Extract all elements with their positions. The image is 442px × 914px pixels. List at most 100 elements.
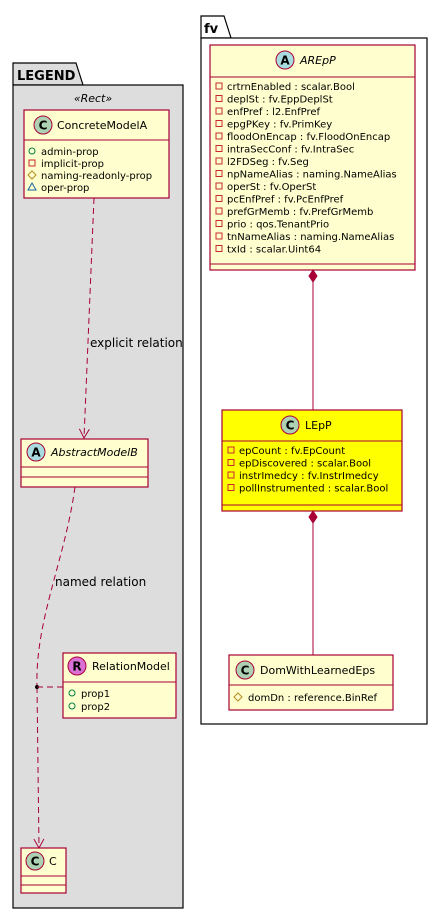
private-visibility-icon bbox=[215, 107, 223, 115]
svg-text:domDn : reference.BinRef: domDn : reference.BinRef bbox=[248, 693, 378, 704]
class-c[interactable]: C C bbox=[20, 847, 67, 894]
attr-row: epCount : fv.EpCount bbox=[227, 446, 345, 457]
protected-visibility-icon bbox=[233, 692, 243, 702]
attr-row: operSt : fv.OperSt bbox=[215, 182, 316, 193]
class-icon-letter: A bbox=[31, 446, 41, 460]
attr-text: pcEnfPref : fv.PcEnfPref bbox=[227, 195, 344, 206]
attr-text: crtrnEnabled : scalar.Bool bbox=[227, 82, 355, 93]
attr-row: pcEnfPref : fv.PcEnfPref bbox=[215, 195, 344, 206]
attr-text: prio : qos.TenantPrio bbox=[227, 220, 329, 231]
class-icon-letter: C bbox=[31, 855, 40, 869]
class-lepp[interactable]: C LEpP epCount : fv.EpCountepDiscovered … bbox=[221, 409, 403, 512]
class-name: AbstractModelB bbox=[50, 446, 138, 459]
attr-row: admin-prop bbox=[28, 147, 99, 158]
private-visibility-icon bbox=[215, 232, 223, 240]
private-visibility-icon bbox=[215, 157, 223, 165]
svg-text:naming-readonly-prop: naming-readonly-prop bbox=[41, 171, 152, 182]
edge-named-relation: named relation bbox=[33, 486, 146, 850]
attr-row: l2FDSeg : fv.Seg bbox=[215, 157, 309, 168]
attr-row: prop1 bbox=[68, 689, 110, 700]
class-name: DomWithLearnedEps bbox=[260, 664, 375, 677]
private-visibility-icon bbox=[28, 159, 36, 167]
attr-text: enfPref : l2.EnfPref bbox=[227, 107, 321, 118]
attr-text: epCount : fv.EpCount bbox=[239, 446, 345, 457]
attr-row: domDn : reference.BinRef bbox=[233, 692, 378, 704]
arepp-attribute-list: crtrnEnabled : scalar.Bool deplSt : fv.Ep… bbox=[215, 82, 397, 256]
legend-package-title: LEGEND bbox=[17, 69, 76, 84]
attr-text: tnNameAlias : naming.NameAlias bbox=[227, 232, 394, 243]
svg-text:implicit-prop: implicit-prop bbox=[41, 159, 104, 170]
class-dom-with-learned-eps[interactable]: C DomWithLearnedEps domDn : reference.Bi… bbox=[228, 654, 394, 711]
protected-visibility-icon bbox=[27, 170, 37, 180]
attr-row: instrImedcy : fv.InstrImedcy bbox=[227, 471, 379, 482]
attr-row: floodOnEncap : fv.FloodOnEncap bbox=[215, 132, 390, 143]
svg-text:oper-prop: oper-prop bbox=[41, 183, 89, 194]
attr-text: intraSecConf : fv.IntraSec bbox=[227, 145, 354, 156]
abstract-a-icon bbox=[275, 50, 295, 70]
private-visibility-icon bbox=[215, 95, 223, 102]
attr-row: oper-prop bbox=[27, 181, 89, 194]
private-visibility-icon bbox=[215, 145, 223, 152]
attr-row: prefGrMemb : fv.PrefGrMemb bbox=[215, 207, 373, 218]
class-concrete-model-a[interactable]: C ConcreteModelA admin-prop implicit-pro… bbox=[23, 109, 170, 199]
edge-arepp-lepp-composition bbox=[308, 269, 318, 410]
class-c-icon bbox=[25, 851, 45, 871]
public-visibility-icon bbox=[68, 702, 76, 710]
attr-text: epgPKey : fv.PrimKey bbox=[227, 120, 332, 131]
abstract-a-icon bbox=[26, 442, 46, 462]
private-visibility-icon bbox=[215, 245, 223, 252]
class-name: C bbox=[49, 855, 57, 868]
class-name: ConcreteModelA bbox=[57, 119, 148, 132]
public-visibility-icon bbox=[68, 689, 76, 697]
svg-text:prop2: prop2 bbox=[81, 702, 110, 713]
class-relation-model[interactable]: R RelationModel prop1 prop2 bbox=[62, 652, 177, 719]
class-icon-letter: A bbox=[280, 54, 290, 68]
edge-explicit-relation: explicit relation bbox=[78, 197, 183, 440]
class-icon-letter: R bbox=[72, 660, 81, 674]
attr-text: l2FDSeg : fv.Seg bbox=[227, 157, 309, 168]
legend-package-body bbox=[12, 84, 184, 909]
private-visibility-icon bbox=[215, 170, 223, 177]
package-visibility-icon bbox=[27, 181, 37, 191]
private-visibility-icon bbox=[215, 207, 223, 215]
attr-row: deplSt : fv.EppDeplSt bbox=[215, 95, 333, 106]
attr-text: instrImedcy : fv.InstrImedcy bbox=[239, 471, 379, 482]
attr-row: npNameAlias : naming.NameAlias bbox=[215, 170, 397, 181]
attr-text: pollInstrumented : scalar.Bool bbox=[239, 484, 388, 495]
attr-row: enfPref : l2.EnfPref bbox=[215, 107, 321, 118]
private-visibility-icon bbox=[227, 484, 235, 491]
private-visibility-icon bbox=[215, 220, 223, 227]
class-c-icon bbox=[235, 660, 255, 680]
attr-row: epgPKey : fv.PrimKey bbox=[215, 120, 332, 131]
attr-text: npNameAlias : naming.NameAlias bbox=[227, 170, 397, 181]
private-visibility-icon bbox=[215, 195, 223, 202]
class-icon-letter: C bbox=[286, 419, 295, 433]
class-arepp[interactable]: A AREpP crtrnEnabled : scalar.BooldeplSt… bbox=[209, 44, 416, 271]
private-visibility-icon bbox=[215, 182, 223, 190]
class-icon-letter: C bbox=[241, 664, 250, 678]
svg-text:prop1: prop1 bbox=[81, 689, 110, 700]
edge-label: explicit relation bbox=[90, 336, 183, 350]
attr-text: deplSt : fv.EppDeplSt bbox=[227, 95, 333, 106]
attr-row: implicit-prop bbox=[28, 159, 104, 170]
attr-row: naming-readonly-prop bbox=[27, 170, 152, 182]
attr-row: tnNameAlias : naming.NameAlias bbox=[215, 232, 394, 243]
private-visibility-icon bbox=[227, 471, 235, 479]
class-c-icon bbox=[280, 415, 300, 435]
private-visibility-icon bbox=[215, 132, 223, 140]
attr-row: txId : scalar.Uint64 bbox=[215, 245, 321, 256]
svg-text:admin-prop: admin-prop bbox=[41, 147, 99, 158]
private-visibility-icon bbox=[215, 120, 223, 127]
private-visibility-icon bbox=[215, 82, 223, 90]
attr-text: prefGrMemb : fv.PrefGrMemb bbox=[227, 207, 373, 218]
class-name: LEpP bbox=[305, 419, 332, 432]
edge-lepp-dom-composition bbox=[308, 510, 318, 655]
edge-label: named relation bbox=[55, 575, 146, 589]
attr-text: floodOnEncap : fv.FloodOnEncap bbox=[227, 132, 390, 143]
attr-text: txId : scalar.Uint64 bbox=[227, 245, 321, 256]
attr-row: pollInstrumented : scalar.Bool bbox=[227, 484, 388, 495]
class-abstract-model-b[interactable]: A AbstractModelB bbox=[20, 438, 149, 488]
attr-row: prio : qos.TenantPrio bbox=[215, 220, 329, 231]
